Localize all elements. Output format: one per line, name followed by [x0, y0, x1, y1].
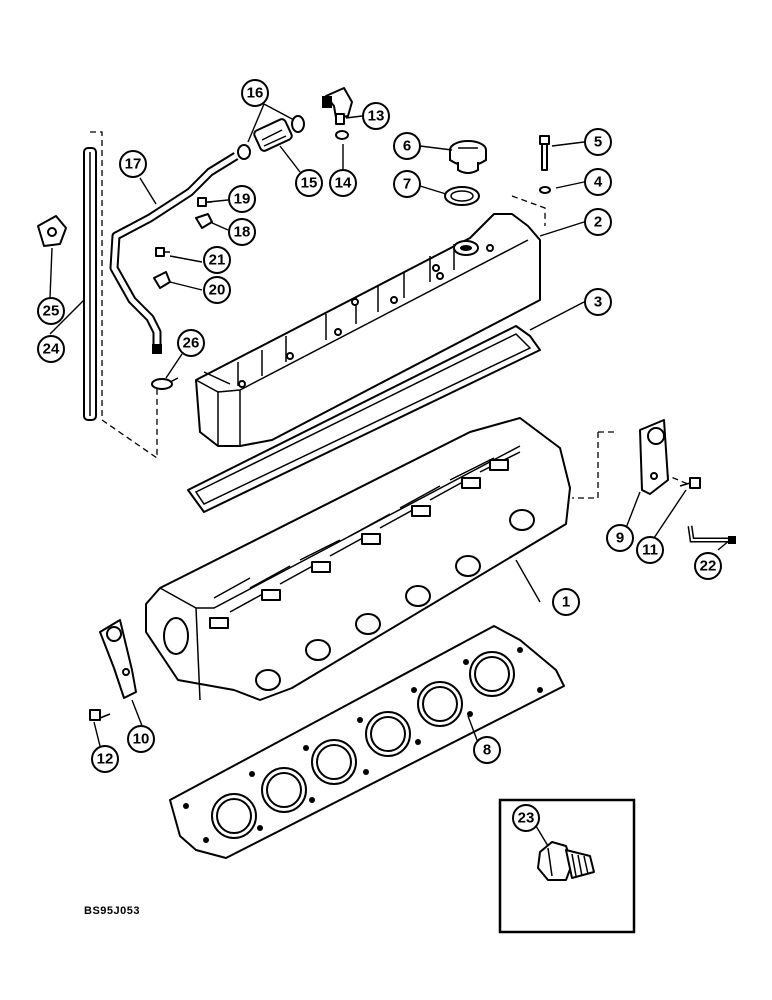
cover-bolt-part: [539, 135, 550, 171]
callout-label: 16: [247, 85, 264, 102]
callout-8: 8: [473, 736, 501, 764]
bracket-bolt-part: [679, 477, 701, 489]
callout-17: 17: [119, 150, 147, 178]
callout-13: 13: [362, 102, 390, 130]
o-ring-part: [335, 130, 349, 140]
valve-cover-part: [195, 213, 541, 447]
callout-label: 25: [43, 303, 60, 320]
callout-21: 21: [203, 246, 231, 274]
callout-19: 19: [228, 185, 256, 213]
callout-23: 23: [512, 804, 540, 832]
callout-12: 12: [91, 745, 119, 773]
dashed-guides: [90, 131, 689, 499]
callout-20: 20: [203, 276, 231, 304]
callout-label: 5: [594, 134, 602, 151]
callout-label: 8: [483, 742, 491, 759]
callout-6: 6: [393, 132, 421, 160]
callout-label: 10: [133, 731, 150, 748]
callout-24: 24: [37, 335, 65, 363]
callout-label: 18: [234, 224, 251, 241]
callout-label: 24: [43, 341, 60, 358]
plug-part: [537, 841, 595, 881]
seal-ring-part: [444, 186, 480, 206]
callout-label: 21: [209, 252, 226, 269]
washer-part: [539, 186, 551, 194]
callout-7: 7: [393, 170, 421, 198]
callout-label: 1: [562, 594, 570, 611]
callout-label: 20: [209, 282, 226, 299]
breather-tube-part: [109, 152, 239, 354]
callout-label: 12: [97, 751, 114, 768]
callout-22: 22: [694, 552, 722, 580]
callout-1: 1: [552, 588, 580, 616]
rear-lifting-bracket-part: [99, 619, 137, 699]
callout-16: 16: [241, 79, 269, 107]
callout-label: 23: [518, 810, 535, 827]
callout-label: 22: [700, 558, 717, 575]
document-code: BS95J053: [84, 905, 140, 917]
callout-10: 10: [127, 725, 155, 753]
hose-and-clamps-parts: [237, 115, 305, 160]
tube-fitting-part: [687, 525, 736, 544]
callout-label: 19: [234, 191, 251, 208]
head-gasket-part: [169, 625, 565, 859]
callout-label: 17: [125, 156, 142, 173]
callout-label: 13: [368, 108, 385, 125]
rear-bracket-bolt-part: [89, 709, 111, 721]
callout-label: 14: [335, 175, 352, 192]
inset-box: [498, 798, 636, 934]
small-bolts-and-clips-parts: [153, 197, 213, 289]
callout-4: 4: [584, 168, 612, 196]
callout-18: 18: [228, 218, 256, 246]
callout-label: 2: [594, 214, 602, 231]
callout-3: 3: [584, 288, 612, 316]
callout-11: 11: [636, 536, 664, 564]
callout-2: 2: [584, 208, 612, 236]
callout-label: 26: [183, 335, 200, 352]
callout-26: 26: [177, 329, 205, 357]
clamp-part: [151, 377, 179, 390]
dipstick-tube-part: [83, 147, 97, 421]
lifting-bracket-part: [639, 419, 669, 495]
callout-label: 4: [594, 174, 603, 191]
callout-label: 11: [642, 542, 658, 559]
callout-14: 14: [329, 169, 357, 197]
cover-gasket-part: [187, 325, 541, 513]
callout-label: 6: [403, 138, 411, 155]
filler-cap-part: [449, 140, 487, 174]
callout-label: 7: [403, 176, 411, 193]
callout-label: 3: [594, 294, 602, 311]
clip-part: [37, 215, 67, 247]
callout-25: 25: [37, 297, 65, 325]
callout-5: 5: [584, 128, 612, 156]
cylinder-head-part: [145, 417, 571, 701]
elbow-fitting-part: [322, 87, 353, 125]
callout-15: 15: [295, 169, 323, 197]
callout-label: 15: [301, 175, 318, 192]
callout-label: 9: [616, 530, 624, 547]
callout-9: 9: [606, 524, 634, 552]
